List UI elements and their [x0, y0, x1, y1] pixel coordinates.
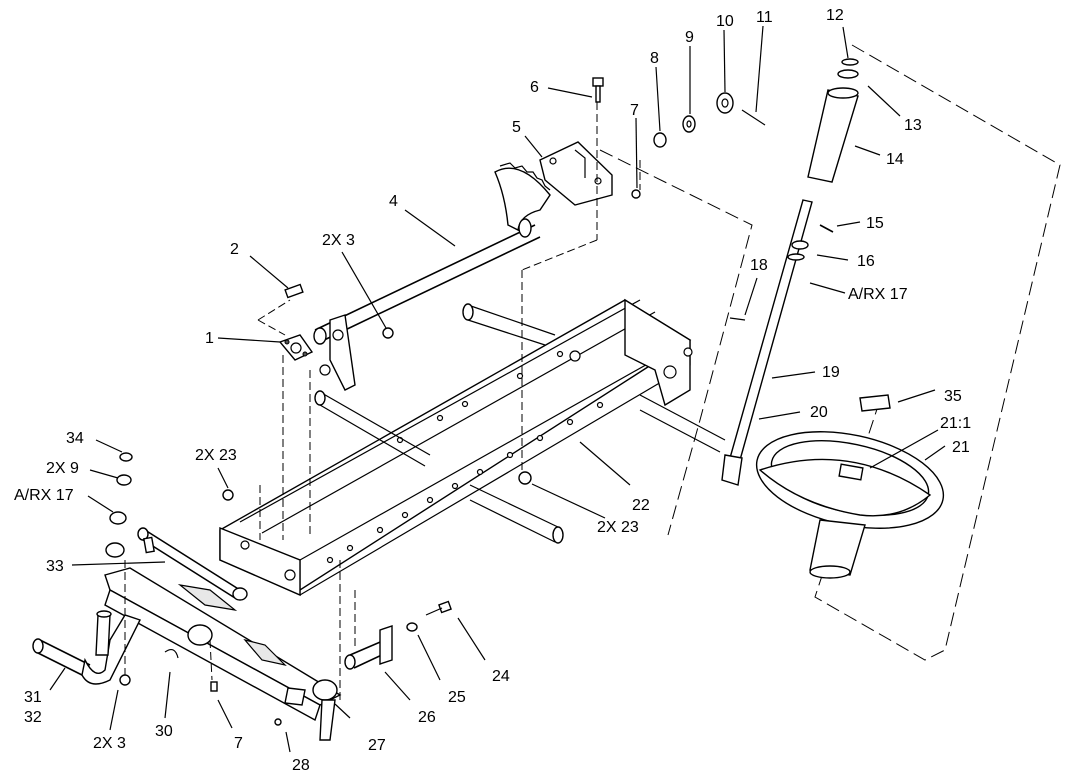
- callout-7-lower: 7: [234, 735, 243, 752]
- steering-column-shaft-part-19-20: [721, 199, 813, 486]
- pivot-pin-part-26: [344, 625, 393, 670]
- callout-20: 20: [810, 404, 828, 421]
- callout-31: 31: [24, 689, 42, 706]
- nut-part-7-lower: [210, 681, 218, 692]
- callout-labels: 12 10 11 9 8 6 7 5 13 14 4 2X 3 2 15 16 …: [14, 7, 971, 774]
- roll-pin-part-15: [819, 224, 834, 233]
- washer-stack-34-9-17: [105, 452, 133, 558]
- nut-part-23-left: [222, 489, 234, 501]
- callout-2x9: 2X 9: [46, 460, 79, 477]
- callout-30: 30: [155, 723, 173, 740]
- column-tube-part-14: [807, 87, 859, 183]
- callout-2x3-lower: 2X 3: [93, 735, 126, 752]
- castle-nut-part-10: [716, 92, 734, 114]
- callout-12: 12: [826, 7, 844, 24]
- cap-part-35: [859, 394, 891, 412]
- flange-bearing-part-1: [278, 334, 314, 361]
- alignment-lines: [124, 102, 641, 700]
- callout-9: 9: [685, 29, 694, 46]
- callout-22: 22: [632, 497, 650, 514]
- callout-19: 19: [822, 364, 840, 381]
- callout-33: 33: [46, 558, 64, 575]
- bushing-part-8: [653, 132, 667, 148]
- callout-5: 5: [512, 119, 521, 136]
- callout-15: 15: [866, 215, 884, 232]
- pin-part-18: [729, 317, 746, 321]
- leader-lines: [49, 25, 946, 753]
- callout-21: 21: [952, 439, 970, 456]
- nut-part-7-upper: [631, 189, 641, 199]
- pivot-bracket-part-5: [539, 141, 613, 206]
- callout-24: 24: [492, 668, 510, 685]
- front-axle-part-27: [104, 567, 342, 741]
- steering-wheel-part-21: [755, 431, 945, 579]
- callout-arx17-left: A/RX 17: [14, 487, 74, 504]
- callout-2: 2: [230, 241, 239, 258]
- callout-27: 27: [368, 737, 386, 754]
- callout-34: 34: [66, 430, 84, 447]
- callout-21-1: 21:1: [940, 415, 971, 432]
- bolt-part-6: [592, 77, 604, 103]
- callout-2x23-left: 2X 23: [195, 447, 237, 464]
- callout-16: 16: [857, 253, 875, 270]
- callout-18: 18: [750, 257, 768, 274]
- callout-8: 8: [650, 50, 659, 67]
- nut-part-3-lower: [119, 674, 131, 686]
- main-frame-part-22: [219, 298, 726, 597]
- callout-6: 6: [530, 79, 539, 96]
- callout-7-upper: 7: [630, 102, 639, 119]
- cotter-pin-part-11: [741, 109, 766, 126]
- callout-25: 25: [448, 689, 466, 706]
- washer-part-9: [682, 115, 696, 133]
- frame-holes: [326, 350, 604, 564]
- nut-part-23-right: [518, 471, 532, 485]
- callout-1: 1: [205, 330, 214, 347]
- washer-part-25: [406, 622, 418, 632]
- column-top-parts-12-13: [837, 58, 859, 79]
- callout-14: 14: [886, 151, 904, 168]
- shaft-support-bracket: [319, 314, 356, 391]
- callout-32: 32: [24, 709, 42, 726]
- bolt-part-24: [425, 600, 452, 616]
- tie-rod-part-33: [137, 527, 248, 601]
- callout-35: 35: [944, 388, 962, 405]
- bolt-part-2: [284, 283, 304, 299]
- nut-part-3-upper: [382, 327, 394, 339]
- steering-shaft-part-4: [313, 162, 551, 345]
- callout-2x23-right: 2X 23: [597, 519, 639, 536]
- callout-13: 13: [904, 117, 922, 134]
- retaining-ring-part-30: [164, 648, 179, 659]
- callout-28: 28: [292, 757, 310, 774]
- callout-26: 26: [418, 709, 436, 726]
- callout-2x3-upper: 2X 3: [322, 232, 355, 249]
- callout-11: 11: [756, 9, 773, 26]
- callout-10: 10: [716, 13, 734, 30]
- callout-4: 4: [389, 193, 398, 210]
- nut-part-28: [274, 718, 282, 726]
- callout-arx17-right: A/RX 17: [848, 286, 908, 303]
- frame-cross-tubes: [314, 303, 726, 544]
- spindle-part-31-32: [32, 610, 141, 685]
